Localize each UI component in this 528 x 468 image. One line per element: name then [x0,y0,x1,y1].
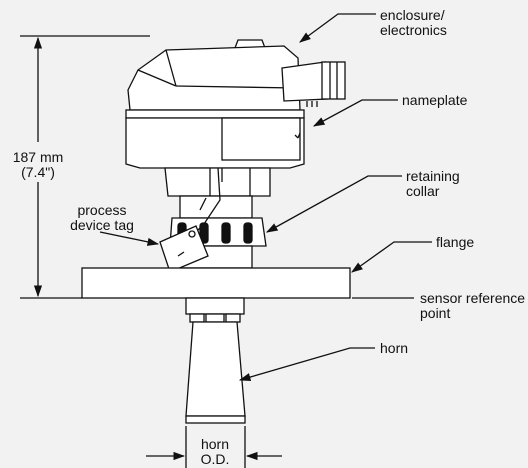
enclosure [125,39,346,197]
process-device-tag-label: process device tag [70,202,134,233]
horn-label: horn [380,340,409,356]
flange-label: flange [436,234,475,250]
leader-lines [99,13,432,381]
process-device-tag [159,167,223,273]
leader-flange [351,241,432,273]
horn-od-dimension [146,426,282,468]
retaining-collar-label: retaining collar [406,168,460,199]
leader-enclosure [299,13,376,43]
leader-process-tag [99,231,160,246]
height-label: 187 mm (7.4") [12,149,64,180]
enclosure-label: enclosure/ electronics [380,7,447,38]
sensor-reference-label: sensor reference point [420,290,526,321]
nameplate-label: nameplate [402,92,468,108]
flange [81,267,351,299]
height-dimension [20,35,150,299]
leader-nameplate [312,99,398,127]
horn-od-label: horn O.D. [200,436,230,467]
leader-retaining-collar [265,175,402,233]
horn [185,297,246,424]
leader-horn [238,347,375,381]
